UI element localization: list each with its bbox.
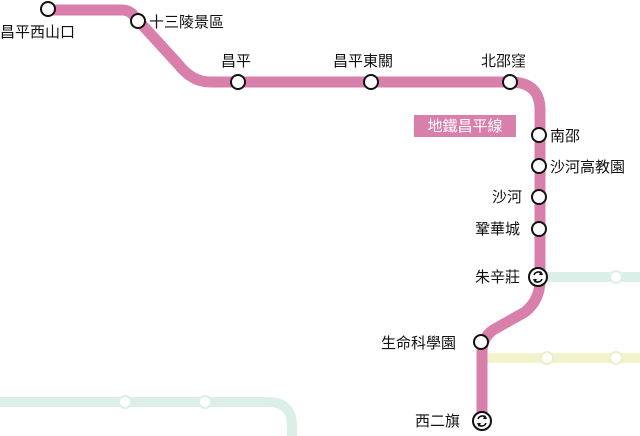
- line-name-badge: 地鐵昌平線: [414, 115, 516, 137]
- station-label-gonghuacheng[interactable]: 鞏華城: [475, 220, 521, 238]
- ghost-station: [118, 395, 132, 409]
- lower-green-line: [0, 397, 297, 436]
- station-label-shahe-university-park[interactable]: 沙河高教園: [550, 158, 626, 176]
- station-marker-changping-dongguan[interactable]: [363, 74, 379, 90]
- changping-line-track: [42, 4, 546, 428]
- station-label-changping[interactable]: 昌平: [221, 52, 252, 70]
- station-marker-gonghuacheng[interactable]: [531, 221, 547, 237]
- station-label-xierqi[interactable]: 西二旗: [415, 412, 461, 430]
- station-label-ming-tombs[interactable]: 十三陵景區: [149, 13, 225, 31]
- transfer-marker-zhuxinzhuang[interactable]: [528, 267, 548, 287]
- station-label-shahe[interactable]: 沙河: [492, 188, 523, 206]
- station-marker-beishaowa[interactable]: [502, 74, 518, 90]
- station-marker-nanshao[interactable]: [531, 127, 547, 143]
- ghost-station: [609, 351, 623, 365]
- station-label-life-science-park[interactable]: 生命科學園: [381, 334, 457, 352]
- station-marker-changping[interactable]: [230, 74, 246, 90]
- ghost-station: [609, 270, 623, 284]
- station-marker-shahe-university-park[interactable]: [531, 158, 547, 174]
- ghost-station: [198, 395, 212, 409]
- station-label-changping-dongguan[interactable]: 昌平東關: [333, 52, 394, 70]
- station-marker-shahe[interactable]: [531, 189, 547, 205]
- station-marker-changping-xishankou[interactable]: [40, 1, 56, 17]
- station-marker-life-science-park[interactable]: [473, 334, 489, 350]
- station-label-zhuxinzhuang[interactable]: 朱辛莊: [475, 268, 521, 286]
- station-label-nanshao[interactable]: 南邵: [550, 127, 581, 145]
- station-label-beishaowa[interactable]: 北邵窪: [481, 52, 527, 70]
- ghost-station: [540, 351, 554, 365]
- transfer-marker-xierqi[interactable]: [472, 411, 492, 431]
- station-marker-ming-tombs[interactable]: [130, 13, 146, 29]
- station-label-changping-xishankou[interactable]: 昌平西山口: [0, 23, 76, 41]
